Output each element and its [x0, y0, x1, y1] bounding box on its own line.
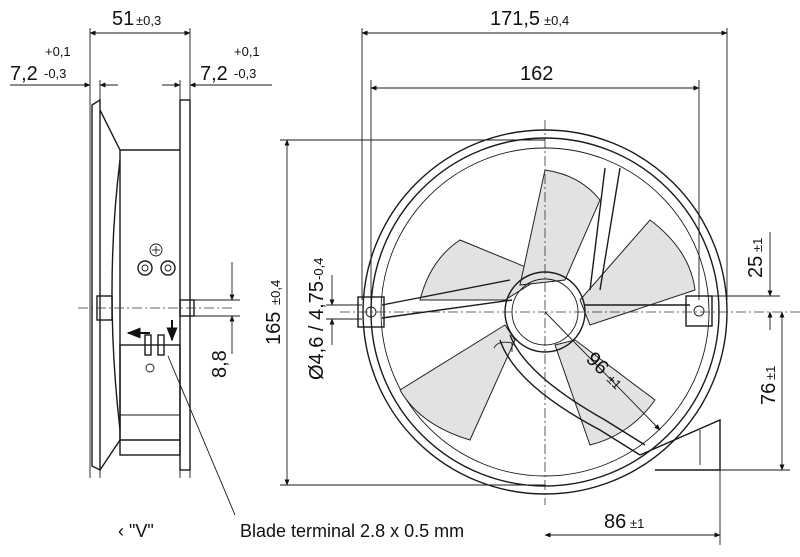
dim-171-5-text: 171,5 — [490, 8, 540, 30]
dim-25-tol: ±1 — [750, 238, 765, 252]
dim-86-tol: ±1 — [630, 516, 644, 531]
blade-terminal-label: Blade terminal 2.8 x 0.5 mm — [240, 521, 464, 541]
dim-162-text: 162 — [520, 63, 553, 85]
front-view — [340, 120, 800, 505]
dim-8-8-text: 8,8 — [209, 350, 231, 378]
dim-hole-dia-text: Ø4,6 / 4,75 — [306, 281, 328, 380]
dim-hole-diameter: Ø4,6 / 4,75 -0,4 — [306, 258, 362, 380]
dim-top-offset: 25 ±1 — [712, 232, 780, 330]
dim-side-depth: 51 ±0,3 — [89, 8, 191, 36]
fan-blade-3 — [579, 219, 696, 326]
dim-overall-width: 171,5 ±0,4 — [361, 8, 728, 300]
dim-171-5-tol: ±0,4 — [544, 13, 569, 28]
dim-7-2-right-tol-minus: -0,3 — [234, 66, 256, 81]
dim-165-text: 165 — [263, 312, 285, 345]
dim-7-2-left-text: 7,2 — [10, 63, 38, 85]
dim-25-text: 25 — [745, 256, 767, 278]
view-marker-label: ‹ "V" — [118, 521, 154, 541]
dim-hole-dia-tol: -0,4 — [311, 258, 326, 280]
dim-hole-spacing: 162 — [370, 63, 700, 300]
dim-7-2-left-tol-plus: +0,1 — [45, 44, 71, 59]
dim-terminal-offset: 8,8 — [194, 262, 240, 378]
dim-76-tol: ±1 — [763, 366, 778, 380]
dim-165-tol: ±0,4 — [268, 280, 283, 305]
side-view — [78, 28, 236, 516]
dim-51-text: 51 — [112, 8, 134, 30]
fan-blade-1 — [419, 239, 547, 301]
dim-76-text: 76 — [758, 383, 780, 405]
fan-blade-2 — [519, 169, 601, 286]
fan-blade-5 — [399, 324, 516, 441]
dim-flange-right: 7,2 +0,1 -0,3 — [162, 44, 272, 88]
dim-51-tol: ±0,3 — [136, 13, 161, 28]
dim-right-height: 76 ±1 — [720, 311, 790, 471]
dim-7-2-right-text: 7,2 — [200, 63, 228, 85]
dim-7-2-left-tol-minus: -0,3 — [44, 66, 66, 81]
dim-86-text: 86 — [604, 511, 626, 533]
dim-7-2-right-tol-plus: +0,1 — [234, 44, 260, 59]
dim-flange-left: 7,2 +0,1 -0,3 — [10, 44, 118, 88]
dim-height: 165 ±0,4 — [263, 139, 545, 486]
dim-bottom-width: 86 ±1 — [544, 470, 721, 545]
